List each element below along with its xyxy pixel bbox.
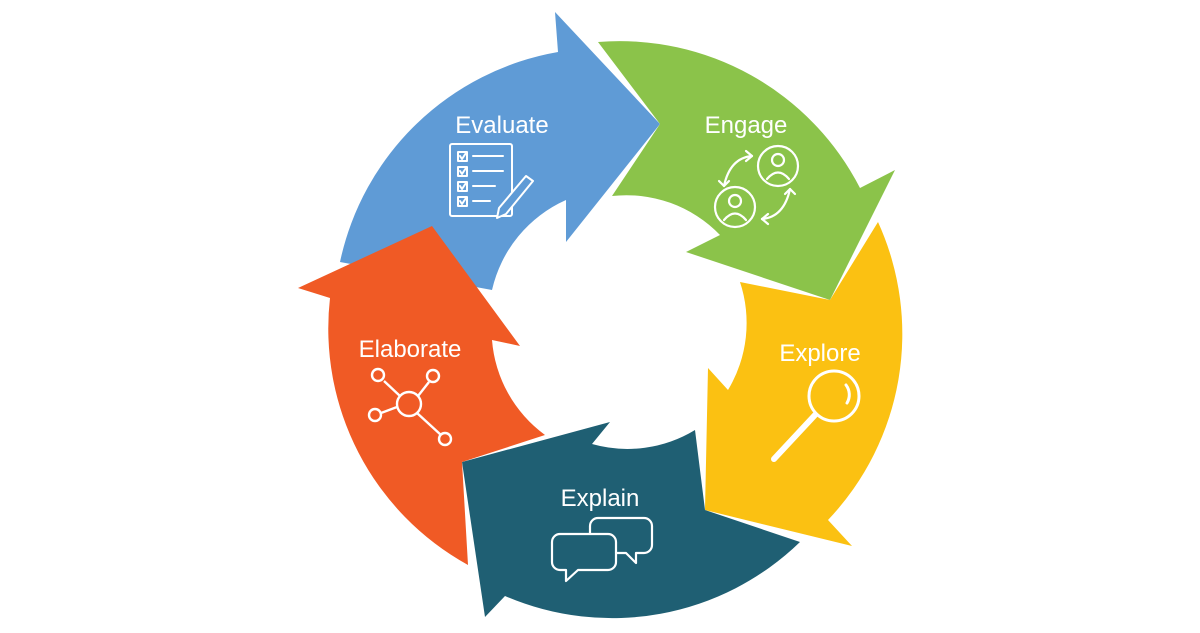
stage-explain: Explain [462,422,800,619]
stage-evaluate: Evaluate [340,12,660,290]
explain-label: Explain [561,485,640,512]
stage-engage: Engage [598,41,895,300]
evaluate-arrow [340,12,660,290]
people-exchange-icon [713,144,800,229]
explain-arrow [462,422,800,619]
magnifying-glass-icon [771,369,861,462]
engage-arrow [598,41,895,300]
checklist-pencil-icon [449,143,534,219]
engage-label: Engage [705,112,788,139]
elaborate-label: Elaborate [359,336,462,363]
network-nodes-icon [367,367,453,447]
explore-arrow [705,222,903,546]
explore-label: Explore [779,340,860,367]
elaborate-arrow [298,226,545,565]
evaluate-label: Evaluate [455,112,548,139]
stage-elaborate: Elaborate [298,226,545,565]
stage-explore: Explore [705,222,903,546]
speech-bubbles-icon [550,516,654,583]
